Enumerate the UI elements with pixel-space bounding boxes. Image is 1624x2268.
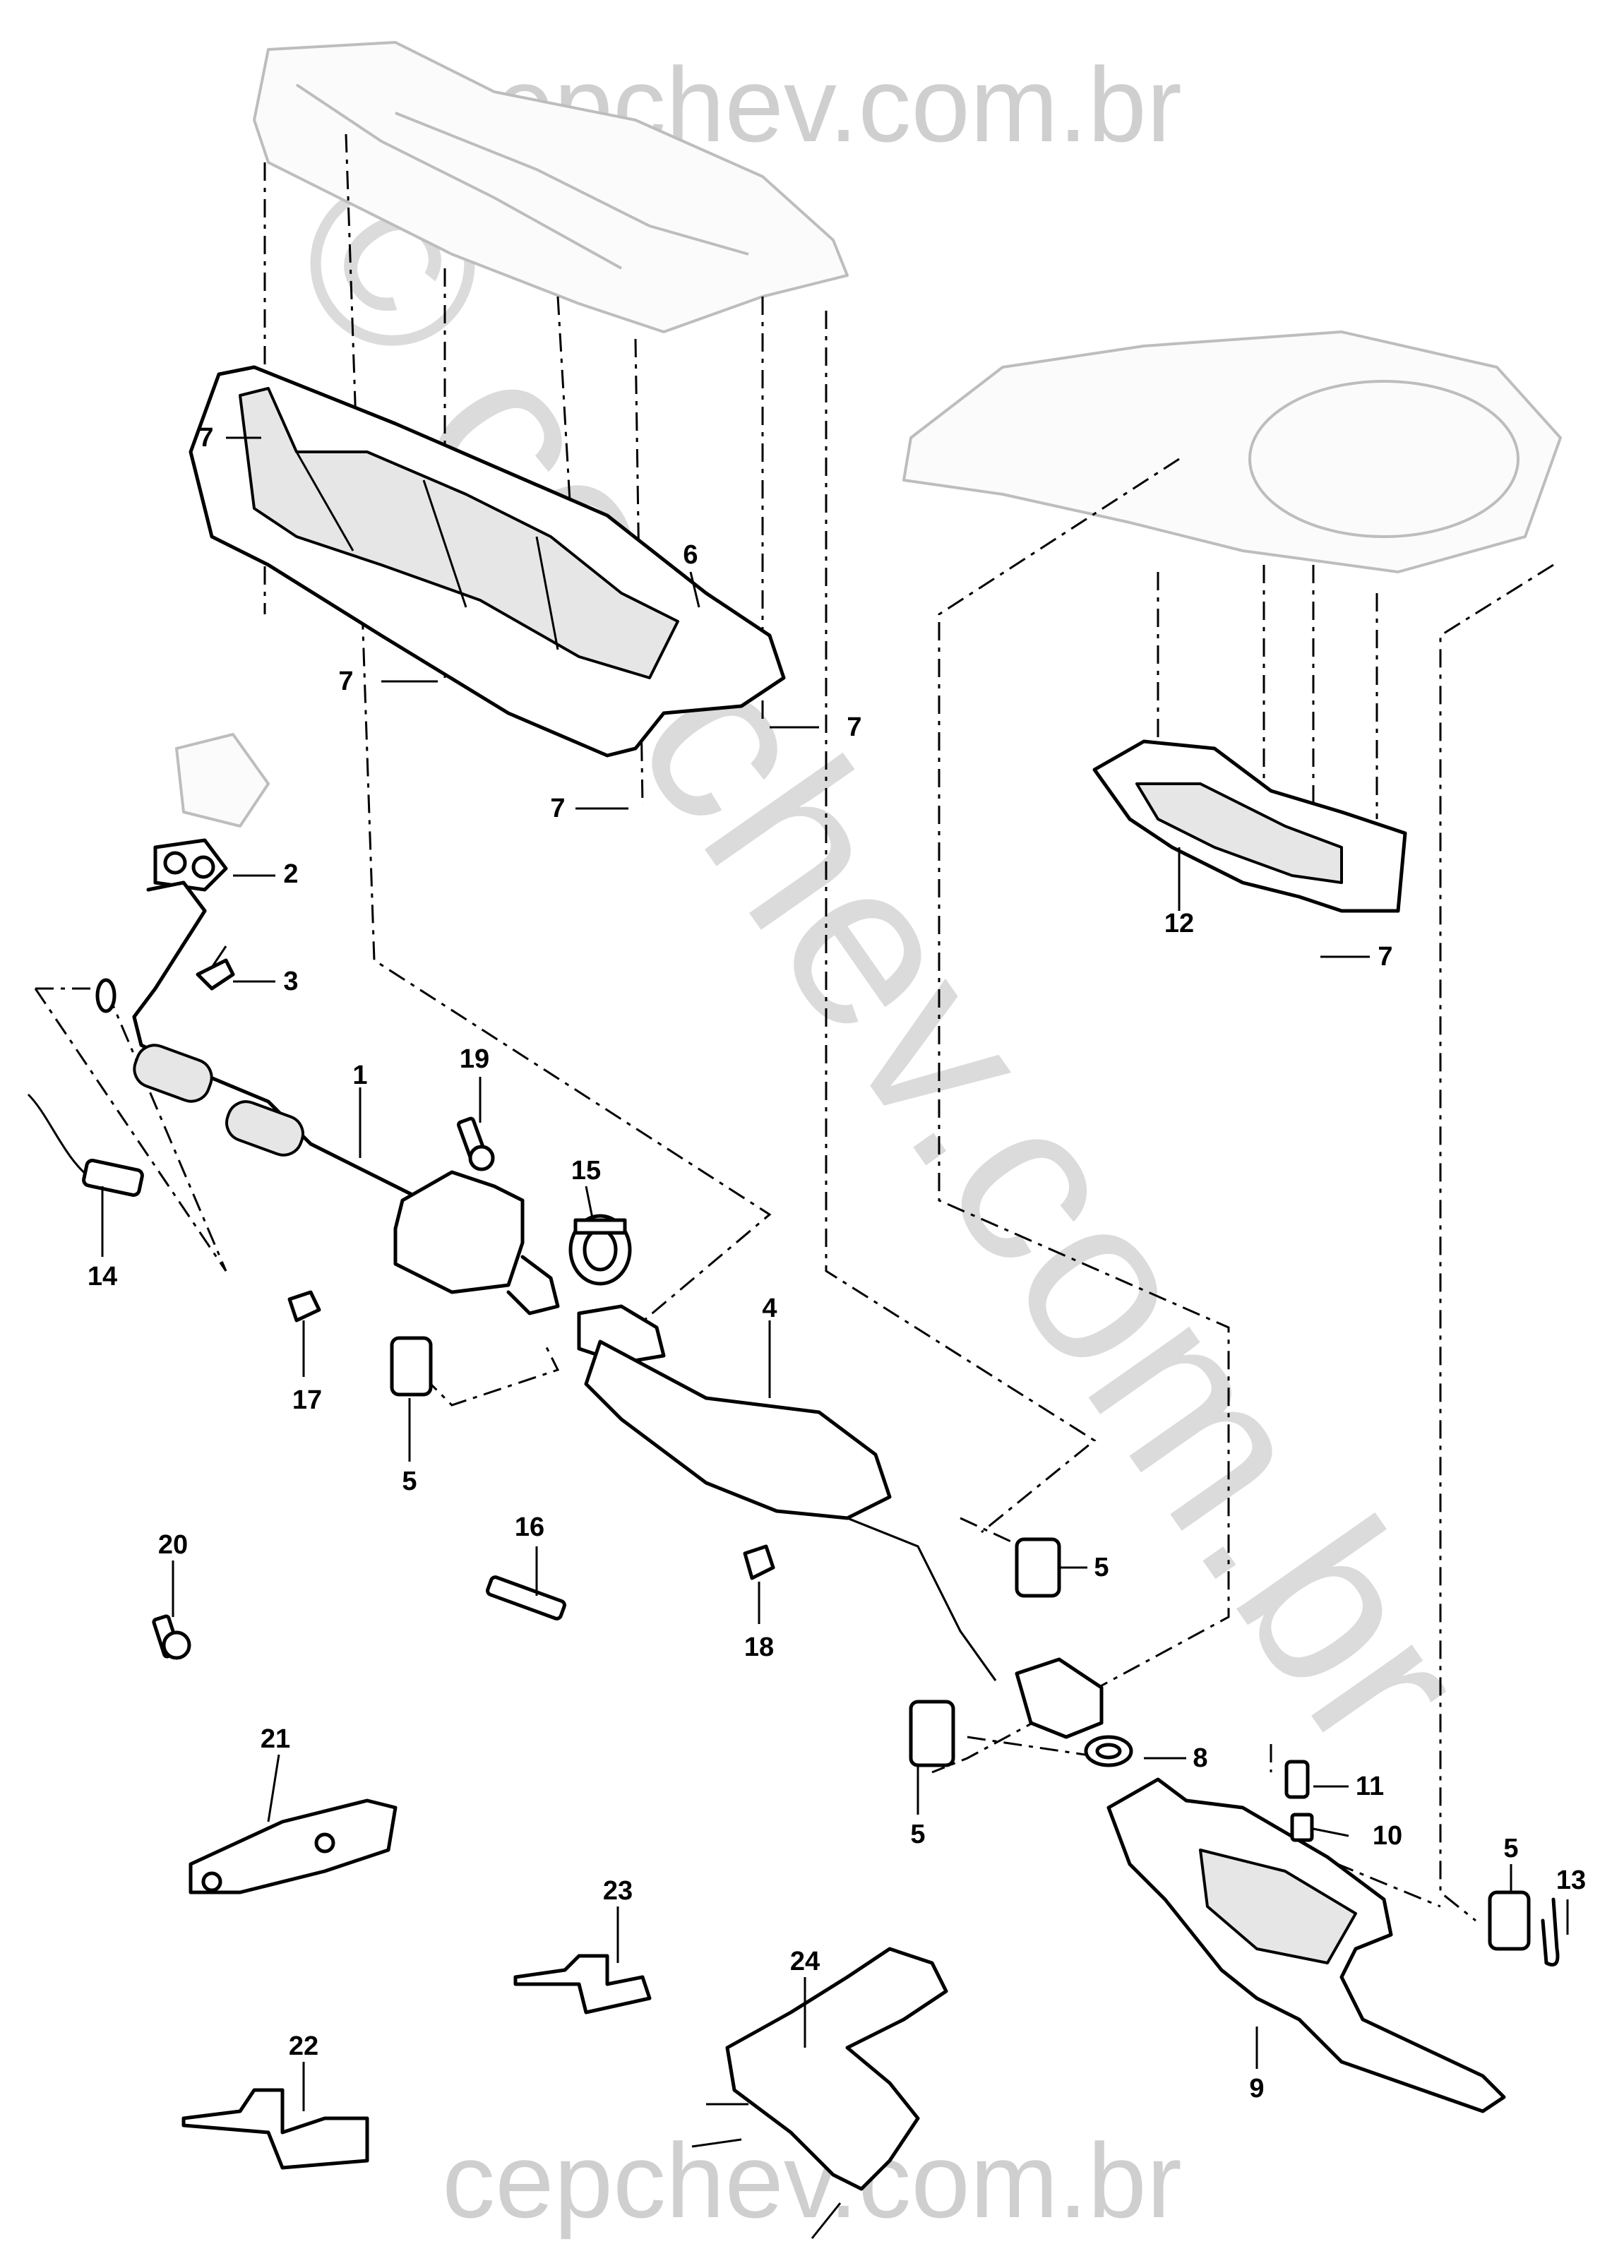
bolt-part-3 xyxy=(196,945,235,991)
callout-3: 3 xyxy=(283,967,298,996)
callout-22: 22 xyxy=(289,2031,318,2061)
callout-5a: 5 xyxy=(402,1467,417,1496)
callout-7b: 7 xyxy=(338,667,353,696)
callout-14: 14 xyxy=(88,1262,117,1291)
callout-5b: 5 xyxy=(1094,1553,1109,1582)
callout-19: 19 xyxy=(460,1044,489,1074)
callout-8: 8 xyxy=(1193,1743,1207,1773)
callout-7d: 7 xyxy=(847,712,861,742)
floor-panel-front-ghost xyxy=(253,41,849,333)
front-heat-shield xyxy=(189,365,786,758)
callout-1: 1 xyxy=(352,1061,367,1090)
callout-7c: 7 xyxy=(550,794,565,823)
exhaust-clamp xyxy=(568,1214,632,1286)
rear-muffler xyxy=(1106,1777,1506,2113)
bolt-part-19 xyxy=(457,1116,495,1171)
flange-gasket xyxy=(1084,1735,1133,1767)
callout-15: 15 xyxy=(571,1156,601,1186)
bracket-part-22 xyxy=(181,2088,369,2170)
callout-23: 23 xyxy=(603,1876,633,1906)
callout-11: 11 xyxy=(1356,1772,1384,1801)
nut-part-17 xyxy=(287,1290,321,1323)
bracket-part-21 xyxy=(189,1798,398,1894)
stud-part-11 xyxy=(1284,1760,1310,1799)
leader-lines xyxy=(101,436,1569,2111)
callout-5d: 5 xyxy=(1503,1834,1518,1863)
callout-6: 6 xyxy=(683,540,698,570)
callout-7a: 7 xyxy=(198,423,213,453)
callout-5c: 5 xyxy=(910,1820,925,1849)
callout-2: 2 xyxy=(283,859,298,889)
rubber-hanger-c xyxy=(909,1700,955,1767)
callout-12: 12 xyxy=(1164,909,1194,938)
bracket-part-24 xyxy=(691,1947,948,2239)
intermediate-pipe-resonator xyxy=(577,1304,1104,1739)
rubber-hanger-a xyxy=(390,1336,433,1397)
callout-9: 9 xyxy=(1249,2074,1264,2103)
callout-labels: 1 2 3 4 5 5 5 5 6 7 7 7 7 7 8 9 10 11 12… xyxy=(88,423,1586,2103)
rear-heat-shield xyxy=(1092,739,1407,913)
nut-part-18 xyxy=(743,1544,775,1580)
front-pipe-catalytic-converter xyxy=(95,881,560,1315)
bolt-part-20 xyxy=(152,1614,191,1660)
callout-21: 21 xyxy=(261,1724,290,1754)
rubber-hanger-b xyxy=(1015,1537,1061,1598)
bolt-part-10 xyxy=(1290,1813,1314,1842)
exhaust-manifold-ghost xyxy=(175,733,270,828)
oxygen-sensor xyxy=(27,1093,144,1197)
manifold-gasket xyxy=(153,838,228,892)
bracket-part-23 xyxy=(513,1954,652,2015)
callout-4: 4 xyxy=(762,1294,777,1323)
rubber-hanger-d xyxy=(1488,1890,1531,1951)
callout-17: 17 xyxy=(292,1385,322,1415)
callout-20: 20 xyxy=(158,1530,188,1560)
callout-7e: 7 xyxy=(1378,942,1392,972)
callout-18: 18 xyxy=(744,1633,774,1662)
callout-10: 10 xyxy=(1373,1821,1402,1851)
floor-panel-rear-ghost xyxy=(902,330,1562,573)
callout-13: 13 xyxy=(1556,1866,1586,1895)
stud-part-16 xyxy=(486,1575,566,1621)
clip-part-13 xyxy=(1541,1897,1560,1966)
callout-24: 24 xyxy=(790,1947,820,1976)
callout-16: 16 xyxy=(515,1512,544,1542)
